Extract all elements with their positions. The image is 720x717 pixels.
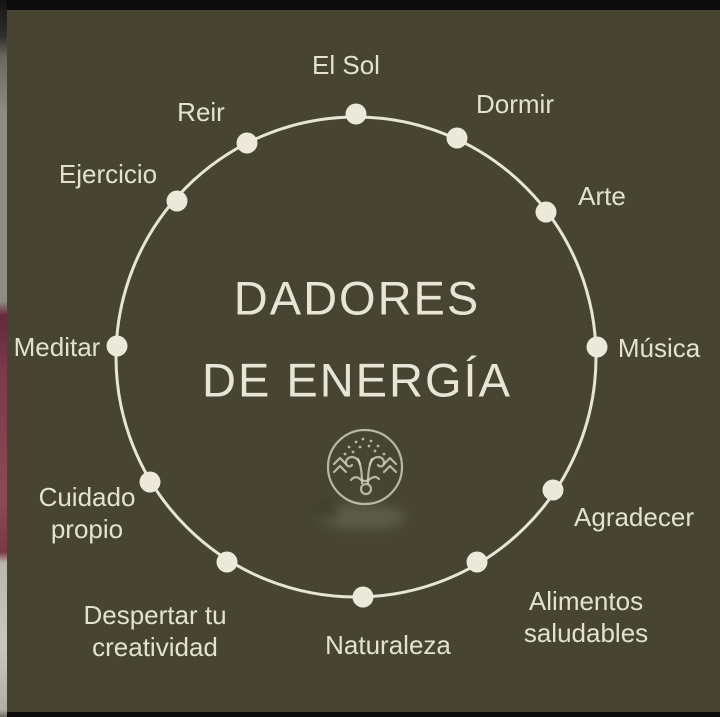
node-dots: [106, 103, 608, 608]
label-line: Naturaleza: [325, 630, 451, 660]
label-line: Ejercicio: [58, 159, 158, 189]
item-dot-naturaleza: [352, 586, 374, 608]
label-line: El Sol: [312, 50, 380, 80]
item-label-arte: Arte: [578, 180, 626, 212]
item-dot-musica: [586, 336, 608, 358]
item-dot-despertar-creatividad: [216, 551, 238, 573]
item-dot-cuidado-propio: [139, 471, 161, 493]
label-line: Arte: [578, 181, 626, 211]
item-label-el-sol: El Sol: [312, 49, 380, 81]
item-dot-agradecer: [542, 479, 564, 501]
label-line: Música: [617, 333, 701, 363]
label-line: Dormir: [476, 89, 554, 119]
tree-of-life-icon: [326, 428, 404, 506]
label-line: Meditar: [13, 332, 101, 362]
item-label-musica: Música: [618, 332, 700, 364]
label-line: propio: [50, 514, 124, 544]
screen-edge-artifact: [0, 0, 7, 717]
item-dot-reir: [236, 132, 258, 154]
item-dot-el-sol: [345, 103, 367, 125]
item-label-agradecer: Agradecer: [574, 501, 694, 533]
label-line: creatividad: [92, 632, 218, 662]
label-line: Alimentos: [528, 586, 644, 616]
item-dot-alimentos-saludables: [466, 551, 488, 573]
title-line-2: DE ENERGÍA: [202, 353, 512, 407]
title-line-1: DADORES: [233, 271, 481, 325]
item-dot-ejercicio: [166, 190, 188, 212]
item-label-meditar: Meditar: [14, 331, 101, 363]
item-label-dormir: Dormir: [476, 88, 554, 120]
item-dot-arte: [535, 201, 557, 223]
item-dot-meditar: [106, 335, 128, 357]
label-line: Agradecer: [574, 502, 694, 532]
label-line: Despertar tu: [83, 600, 227, 630]
blurred-watermark: [317, 504, 406, 530]
label-line: Reir: [177, 97, 225, 127]
label-line: Cuidado: [38, 482, 136, 512]
label-line: saludables: [523, 618, 649, 648]
item-label-naturaleza: Naturaleza: [325, 629, 451, 661]
item-dot-dormir: [446, 127, 468, 149]
item-label-ejercicio: Ejercicio: [59, 158, 157, 190]
item-label-reir: Reir: [177, 96, 225, 128]
